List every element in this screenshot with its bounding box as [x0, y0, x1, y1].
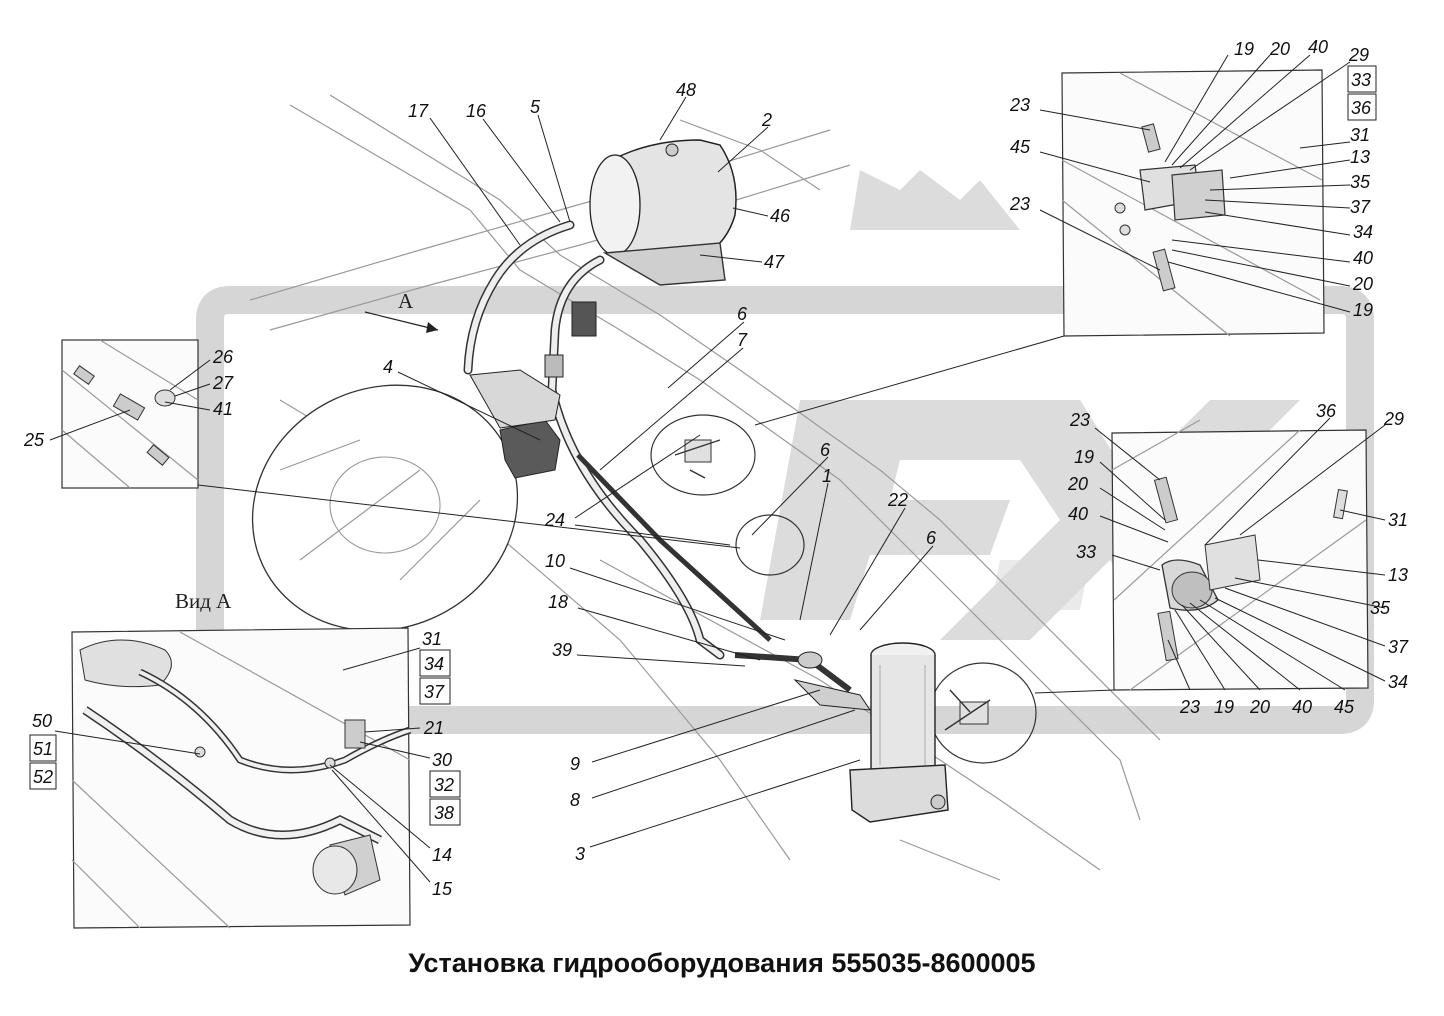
callout-50: 50 [32, 711, 52, 731]
leader-lines [49, 54, 1386, 883]
callout-45: 45 [1010, 137, 1031, 157]
callout-41: 41 [213, 399, 233, 419]
callout-31-c: 31 [422, 629, 442, 649]
callout-47: 47 [764, 252, 785, 272]
detail-circle-top-bracket [674, 439, 721, 479]
detail-circle-top [650, 414, 756, 496]
mid-valve-block [544, 301, 597, 378]
callout-19-d: 19 [1214, 697, 1234, 717]
callout-40-c: 40 [1068, 504, 1088, 524]
callout-33-boxed: 33 [1351, 70, 1371, 90]
callout-19: 19 [1234, 39, 1254, 59]
callout-labels-inset-top-right: 19 20 40 29 23 31 45 13 35 37 23 34 40 2… [1009, 37, 1377, 320]
callout-23-d: 23 [1179, 697, 1200, 717]
detail-circle-low-bracket [944, 689, 991, 731]
callout-9: 9 [570, 754, 580, 774]
callout-15: 15 [432, 879, 453, 899]
callout-30: 30 [432, 750, 452, 770]
callout-5: 5 [530, 97, 541, 117]
oil-tank [589, 139, 737, 286]
callout-26: 26 [212, 347, 234, 367]
callout-23-c: 23 [1069, 410, 1090, 430]
callout-34: 34 [1353, 222, 1373, 242]
callout-39: 39 [552, 640, 572, 660]
callout-labels-inset-mid-right: 23 36 29 19 20 40 31 33 13 35 37 34 23 1… [1067, 401, 1409, 717]
callout-36-boxed: 36 [1351, 98, 1372, 118]
callout-13-b: 13 [1388, 565, 1408, 585]
callout-23-b: 23 [1009, 194, 1030, 214]
callout-46: 46 [770, 206, 791, 226]
callout-45-b: 45 [1334, 697, 1355, 717]
callout-20: 20 [1269, 39, 1290, 59]
callout-25: 25 [23, 430, 45, 450]
callout-6: 6 [737, 304, 748, 324]
callout-20-b: 20 [1352, 274, 1373, 294]
callout-labels-main: 17 16 5 48 2 46 47 4 6 7 6 1 22 6 24 10 … [383, 80, 937, 864]
callout-51-boxed: 51 [33, 739, 53, 759]
callout-37-b: 37 [1388, 637, 1409, 657]
callout-10: 10 [545, 551, 565, 571]
view-a-callout [251, 384, 519, 632]
callout-35: 35 [1350, 172, 1371, 192]
callout-52-boxed: 52 [33, 767, 53, 787]
callout-17: 17 [408, 101, 429, 121]
callout-4: 4 [383, 357, 393, 377]
callout-2: 2 [761, 110, 772, 130]
callout-23: 23 [1009, 95, 1030, 115]
callout-20-c: 20 [1067, 474, 1088, 494]
diagram-title: Установка гидрооборудования 555035-86000… [408, 948, 1035, 978]
callout-6-c: 6 [926, 528, 937, 548]
inset-bottom-left [71, 627, 412, 929]
callout-40-b: 40 [1353, 248, 1373, 268]
callout-35-b: 35 [1370, 598, 1391, 618]
callout-31: 31 [1350, 125, 1370, 145]
callout-18: 18 [548, 592, 568, 612]
callout-labels-inset-bottom-left: 31 34 37 21 30 32 38 50 51 52 14 15 [29, 629, 461, 899]
callout-19-b: 19 [1353, 300, 1373, 320]
pipe-coupling [793, 651, 872, 711]
callout-27: 27 [212, 373, 234, 393]
callout-19-c: 19 [1074, 447, 1094, 467]
inset-top-right [1061, 69, 1325, 337]
callout-22: 22 [887, 490, 908, 510]
callout-20-d: 20 [1249, 697, 1270, 717]
callout-6-b: 6 [820, 440, 831, 460]
callout-labels-inset-left: 26 27 41 25 [23, 347, 234, 450]
callout-33: 33 [1076, 542, 1096, 562]
callout-14: 14 [432, 845, 452, 865]
callout-40-d: 40 [1292, 697, 1312, 717]
hydraulic-pipes [463, 220, 852, 693]
callout-48: 48 [676, 80, 696, 100]
hydraulic-cylinder [849, 642, 949, 823]
callout-37-boxed: 37 [424, 682, 445, 702]
view-a-caption: Вид А [175, 589, 232, 613]
control-valve [469, 369, 561, 479]
callout-38-boxed: 38 [434, 803, 454, 823]
callout-8: 8 [570, 790, 580, 810]
callout-3: 3 [575, 844, 585, 864]
view-a-arrow: А [364, 289, 439, 333]
detail-circle-mid [735, 514, 805, 576]
callout-1: 1 [822, 466, 832, 486]
callout-32-boxed: 32 [434, 775, 454, 795]
callout-31-b: 31 [1388, 510, 1408, 530]
callout-16: 16 [466, 101, 487, 121]
callout-37: 37 [1350, 197, 1371, 217]
callout-7: 7 [737, 330, 748, 350]
callout-29-b: 29 [1383, 409, 1404, 429]
callout-13: 13 [1350, 147, 1370, 167]
callout-40: 40 [1308, 37, 1328, 57]
callout-34-boxed: 34 [424, 654, 444, 674]
callout-24: 24 [544, 510, 565, 530]
inset-left [61, 339, 199, 489]
callout-21: 21 [423, 718, 444, 738]
callout-34-b: 34 [1388, 672, 1408, 692]
inset-mid-right [1111, 419, 1369, 691]
callout-36: 36 [1316, 401, 1337, 421]
view-a-arrow-label: А [398, 289, 414, 313]
callout-29: 29 [1348, 45, 1369, 65]
